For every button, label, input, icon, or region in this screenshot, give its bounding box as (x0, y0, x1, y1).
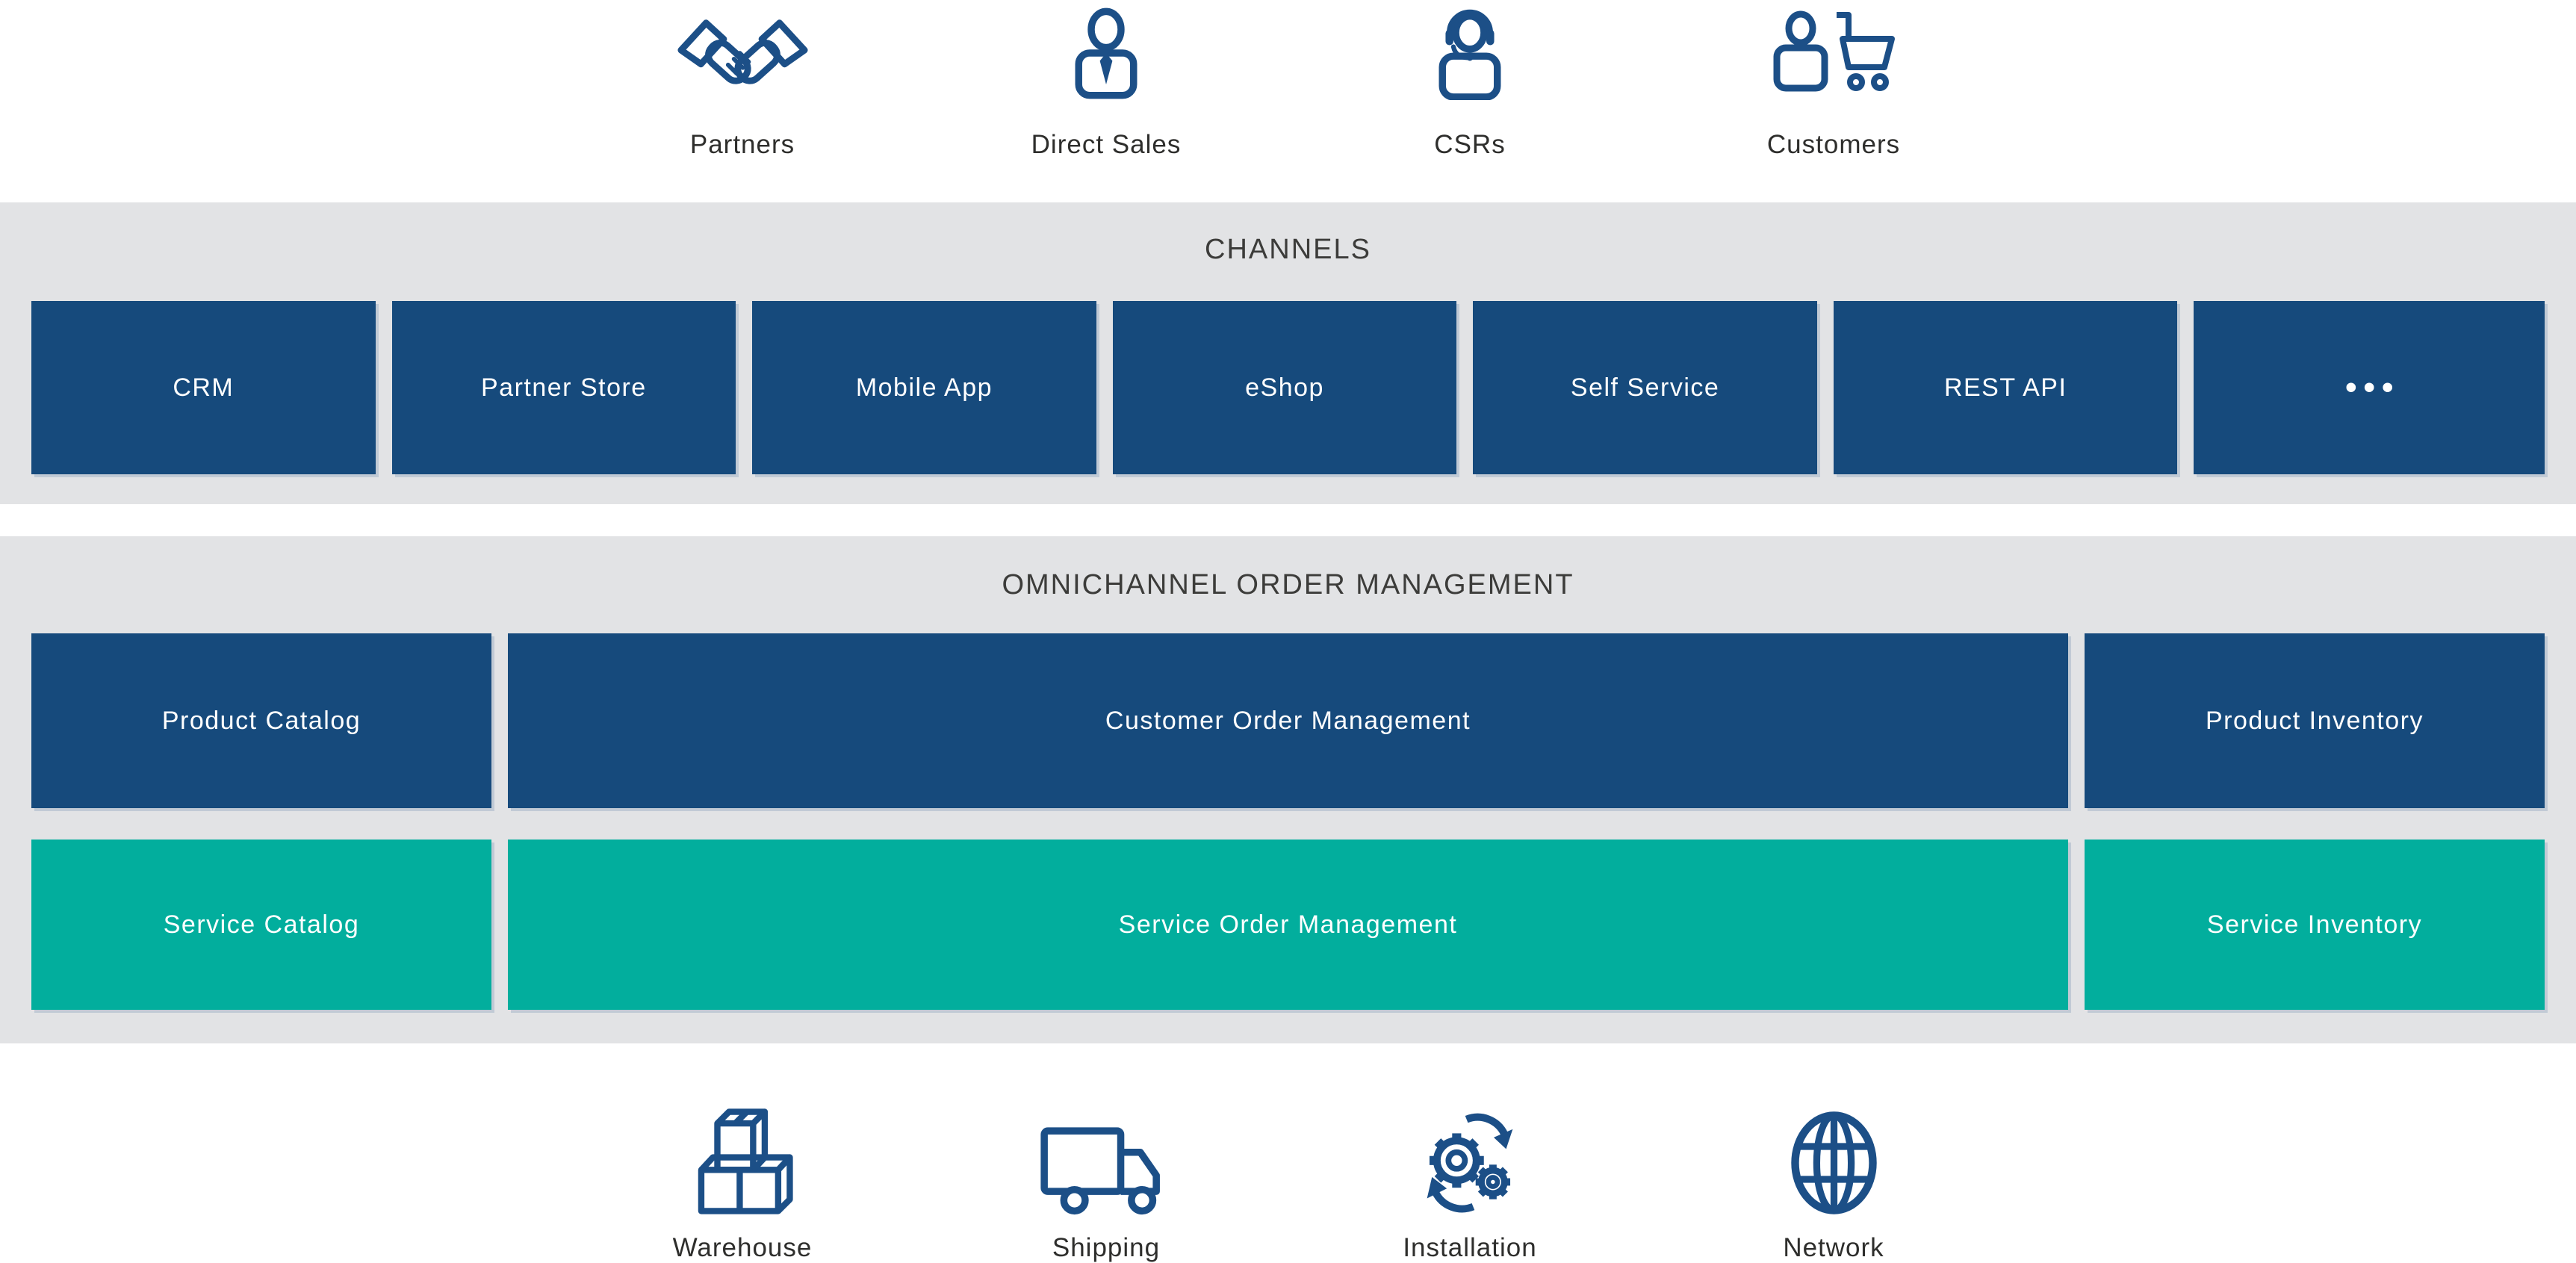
channel-box-crm: CRM (31, 301, 376, 474)
actor-partners: Partners (561, 0, 925, 202)
actor-direct-sales: Direct Sales (925, 0, 1288, 202)
channel-box-self-service: Self Service (1473, 301, 1817, 474)
csrs-icon-box (1423, 4, 1517, 100)
channels-title: CHANNELS (1205, 234, 1371, 265)
channel-box-eshop: eShop (1112, 301, 1457, 474)
actor-warehouse: Warehouse (561, 1043, 925, 1263)
actor-label-installation: Installation (1403, 1233, 1537, 1262)
customer-cart-icon (1773, 10, 1895, 92)
warehouse-boxes-icon (698, 1108, 793, 1214)
actor-label-csrs: CSRs (1434, 130, 1506, 159)
actor-network: Network (1652, 1043, 2016, 1263)
actor-label-warehouse: Warehouse (672, 1233, 813, 1262)
delivery-truck-icon (1040, 1127, 1160, 1215)
box-service-catalog: Service Catalog (31, 840, 491, 1010)
box-service-order-management: Service Order Management (508, 840, 2068, 1010)
order-management-band: OMNICHANNEL ORDER MANAGEMENT Product Cat… (0, 536, 2576, 1043)
channel-box-rest-api: REST API (1833, 301, 2178, 474)
warehouse-icon-box (683, 1099, 801, 1218)
box-product-inventory: Product Inventory (2085, 633, 2545, 808)
channels-box-row: CRM Partner Store Mobile App eShop Self … (31, 301, 2545, 474)
top-actors-row: Partners Direct Sales (0, 0, 2576, 202)
actor-label-direct-sales: Direct Sales (1031, 130, 1182, 159)
network-icon-box (1781, 1099, 1887, 1218)
shipping-icon-box (1039, 1099, 1174, 1218)
channel-box-more-ellipsis: ••• (2194, 301, 2545, 474)
customers-icon-box (1766, 4, 1901, 100)
direct-sales-icon-box (1059, 4, 1153, 100)
partners-icon-box (677, 4, 809, 100)
service-row: Service Catalog Service Order Management… (31, 840, 2545, 1010)
product-row: Product Catalog Customer Order Managemen… (31, 633, 2545, 808)
box-service-inventory: Service Inventory (2085, 840, 2545, 1010)
channel-box-mobile-app: Mobile App (752, 301, 1096, 474)
actor-csrs: CSRs (1288, 0, 1652, 202)
salesperson-icon (1075, 7, 1138, 99)
actor-label-shipping: Shipping (1052, 1233, 1161, 1262)
gears-sync-icon (1427, 1113, 1513, 1213)
order-management-title: OMNICHANNEL ORDER MANAGEMENT (1002, 569, 1574, 601)
actor-customers: Customers (1652, 0, 2016, 202)
actor-label-customers: Customers (1766, 130, 1901, 159)
handshake-icon (677, 19, 808, 84)
actor-installation: Installation (1288, 1043, 1652, 1263)
actor-label-partners: Partners (689, 130, 795, 159)
globe-icon (1790, 1111, 1877, 1214)
bottom-actors-row: Warehouse Shipping (0, 1043, 2576, 1263)
installation-icon-box (1414, 1099, 1526, 1218)
actor-label-network: Network (1783, 1233, 1884, 1262)
support-agent-icon (1438, 9, 1501, 100)
box-customer-order-management: Customer Order Management (508, 633, 2068, 808)
actor-shipping: Shipping (925, 1043, 1288, 1263)
channels-band: CHANNELS CRM Partner Store Mobile App eS… (0, 202, 2576, 504)
box-product-catalog: Product Catalog (31, 633, 491, 808)
channel-box-partner-store: Partner Store (391, 301, 736, 474)
